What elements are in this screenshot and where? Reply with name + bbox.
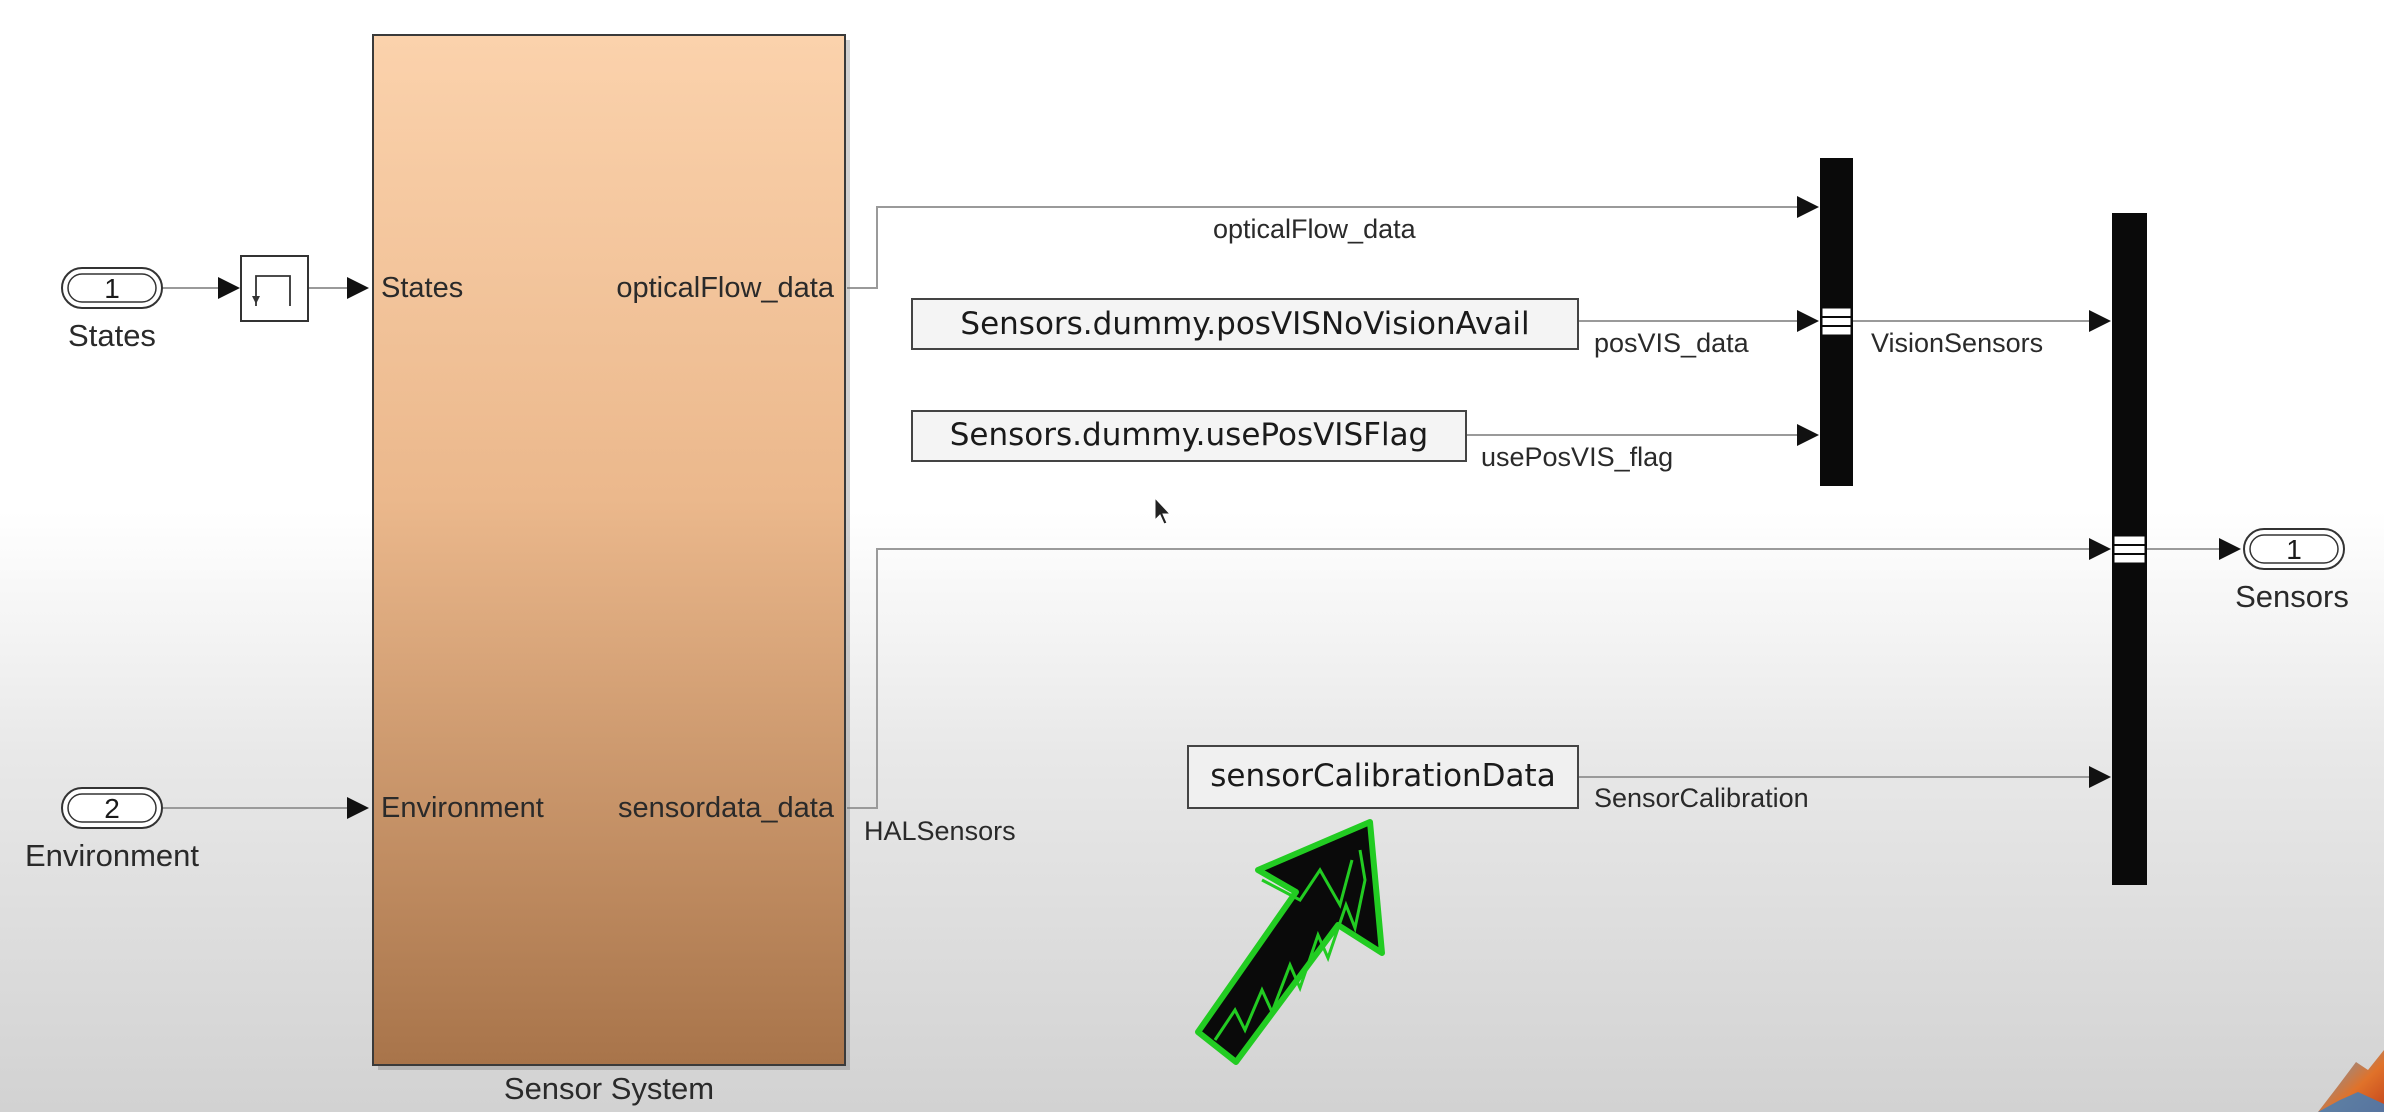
subsystem-output-label: sensordata_data (618, 792, 835, 824)
outport-sensors[interactable]: 1 Sensors (2235, 528, 2349, 614)
inport-states[interactable]: 1 States (61, 267, 163, 353)
arrowhead (2219, 538, 2241, 560)
mouse-cursor-icon (1154, 496, 1172, 525)
line-opticalflow (847, 206, 1800, 289)
arrowhead (347, 277, 369, 299)
constant-value: sensorCalibrationData (1210, 758, 1555, 794)
signal-lines (162, 206, 2222, 809)
arrowhead (2089, 538, 2111, 560)
constant-value: Sensors.dummy.posVISNoVisionAvail (960, 306, 1529, 342)
arrowhead (1797, 196, 1819, 218)
sensor-system-subsystem[interactable]: States Environment opticalFlow_data sens… (372, 34, 850, 1106)
memory-block[interactable] (240, 255, 309, 322)
green-arrow-icon (1195, 819, 1385, 1065)
arrowhead (1797, 424, 1819, 446)
signal-label-posvis: posVIS_data (1594, 328, 1750, 358)
subsystem-input-label: States (381, 272, 463, 304)
signal-label-sensorcalibration: SensorCalibration (1594, 783, 1809, 813)
arrowhead (218, 277, 240, 299)
signal-label-visionsensors: VisionSensors (1871, 328, 2043, 358)
outport-name: Sensors (2235, 579, 2349, 614)
subsystem-output-label: opticalFlow_data (616, 272, 834, 304)
subsystem-name: Sensor System (504, 1071, 714, 1106)
bus-creator-sensors[interactable] (2112, 213, 2147, 885)
arrowhead (2089, 310, 2111, 332)
bus-creator-vision[interactable] (1820, 158, 1853, 486)
subsystem-input-label: Environment (381, 792, 544, 824)
constant-block-posvis[interactable]: Sensors.dummy.posVISNoVisionAvail (911, 298, 1579, 350)
signal-label-halsensors: HALSensors (864, 816, 1016, 846)
memory-icon (255, 275, 291, 306)
inport-name: States (68, 318, 156, 353)
line-halsensors (847, 548, 2092, 809)
arrowhead (2089, 766, 2111, 788)
inport-environment[interactable]: 2 Environment (25, 787, 199, 873)
arrowhead (347, 797, 369, 819)
inport-number: 1 (104, 273, 120, 304)
constant-block-sensorcalibration[interactable]: sensorCalibrationData (1187, 745, 1579, 809)
signal-label-opticalflow: opticalFlow_data (1213, 214, 1417, 244)
constant-value: Sensors.dummy.usePosVISFlag (950, 417, 1429, 453)
constant-block-useposvis[interactable]: Sensors.dummy.usePosVISFlag (911, 410, 1467, 462)
signal-label-useposvis: usePosVIS_flag (1481, 442, 1673, 472)
matlab-logo-icon (2318, 1050, 2384, 1112)
inport-number: 2 (104, 793, 120, 824)
arrowheads (218, 196, 2241, 819)
memory-icon-arrow (252, 296, 260, 304)
inport-name: Environment (25, 838, 199, 873)
arrowhead (1797, 310, 1819, 332)
outport-number: 1 (2286, 534, 2302, 565)
